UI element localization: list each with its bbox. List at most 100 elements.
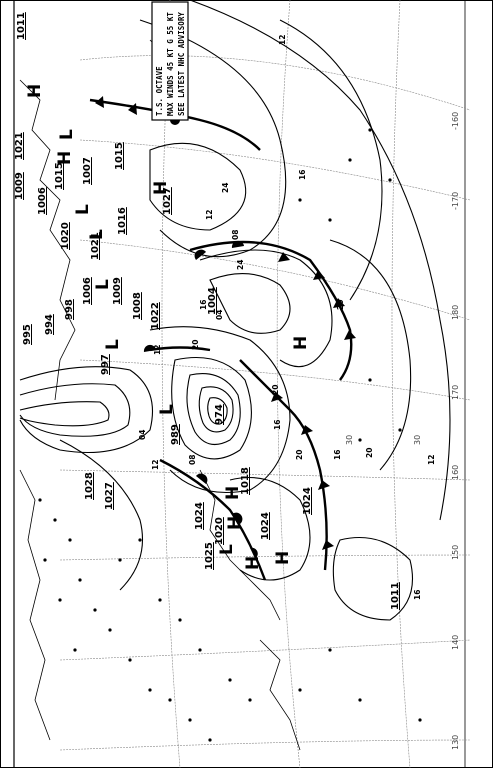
meridian-160e <box>59 469 471 481</box>
isobar-value: 12 <box>427 455 436 465</box>
grid-label: 30 <box>413 435 422 445</box>
low-center: L <box>103 339 123 350</box>
advisory-line3: SEE LATEST NHC ADVISORY <box>177 12 186 116</box>
isobar-high-center <box>149 142 247 231</box>
isobar-value: 20 <box>295 450 304 460</box>
high-center: H <box>151 181 171 195</box>
low-center: L <box>93 279 113 290</box>
station-plots <box>38 115 422 742</box>
pressure-label: 1011 <box>390 582 401 610</box>
graticule <box>59 0 471 768</box>
cold-tri-10 <box>322 540 334 550</box>
pressure-label: 1027 <box>104 482 115 510</box>
coast-alaska <box>19 79 76 401</box>
isobar-value: 20 <box>271 385 280 395</box>
low-center: L <box>73 204 93 215</box>
cold-tri-1 <box>95 96 104 108</box>
grid-label: 130 <box>451 735 460 750</box>
high-center: H <box>225 516 245 530</box>
isobar-value: 20 <box>336 300 345 310</box>
pressure-label: 1006 <box>37 187 48 215</box>
isobar-value: 16 <box>413 590 422 600</box>
isobar-12-b <box>279 19 383 301</box>
isobar-value: 16 <box>298 170 307 180</box>
front-cold-2 <box>239 359 328 571</box>
low-center: L <box>157 404 177 415</box>
coast-kuril <box>199 469 281 621</box>
isobar-value: 12 <box>153 345 162 355</box>
meridian-160w <box>79 55 471 111</box>
pressure-label: 1027 <box>162 187 173 215</box>
isobar-value: 16 <box>333 450 342 460</box>
pressure-label: 1022 <box>150 302 161 330</box>
meridian-140e <box>59 639 471 661</box>
pressure-label: 1009 <box>14 172 25 200</box>
parallel-a <box>276 0 301 768</box>
pressure-label: 1011 <box>16 12 27 40</box>
high-center: H <box>273 551 293 565</box>
isobar-value: 08 <box>231 230 240 240</box>
isobar-1028-a <box>59 439 144 591</box>
meridian-150e <box>59 554 471 561</box>
grid-label: 30 <box>345 435 354 445</box>
advisory-line1: T.S. OCTAVE <box>155 66 164 116</box>
warm-semi-3 <box>231 240 244 248</box>
high-center: H <box>55 151 75 165</box>
isobar-1004-a <box>199 249 333 368</box>
pressure-label: 1015 <box>54 162 65 190</box>
pressure-label: 974 <box>214 404 225 425</box>
pressure-label: 1021 <box>90 232 101 260</box>
pressure-label: 1024 <box>260 512 271 540</box>
pressure-label: 1004 <box>207 287 218 315</box>
front-north <box>89 98 261 151</box>
pressure-label: 1016 <box>117 207 128 235</box>
isobar-value: 12 <box>151 460 160 470</box>
low-center: L <box>87 229 107 240</box>
grid-label: 170 <box>451 385 460 400</box>
front-symbols <box>95 96 356 558</box>
low-center: L <box>57 129 77 140</box>
warm-semi-7 <box>250 547 258 558</box>
coast-japan <box>259 639 301 751</box>
grid-label: 150 <box>451 545 460 560</box>
pressure-label: 994 <box>44 314 55 335</box>
advisory-border <box>151 1 189 121</box>
grid-label: 180 <box>451 305 460 320</box>
isobar-value: 16 <box>199 300 208 310</box>
pressure-label: 1007 <box>82 157 93 185</box>
cold-tri-5 <box>333 298 345 308</box>
cold-tri-8 <box>301 425 313 435</box>
isobar-west-3 <box>19 401 110 427</box>
cold-tri-6 <box>344 330 356 340</box>
isobar-value: 04 <box>138 430 147 440</box>
isobar-974-3 <box>198 386 234 433</box>
isobar-1011-low <box>332 536 414 621</box>
cold-tri-9 <box>318 480 330 490</box>
meridian-170e <box>79 359 471 401</box>
isobar-value: 12 <box>205 210 214 220</box>
isobar-storm-outer <box>149 326 291 493</box>
advisory-box: T.S. OCTAVE MAX WINDS 45 KT G 55 KT SEE … <box>151 1 189 121</box>
pressure-label: 1009 <box>112 277 123 305</box>
high-center: H <box>291 336 311 350</box>
pressure-label: 1028 <box>84 472 95 500</box>
isobar-value: 20 <box>191 340 200 350</box>
pressure-label: 1006 <box>82 277 93 305</box>
pressure-label: 998 <box>64 299 75 320</box>
grid-label: 160 <box>451 465 460 480</box>
meridian-130e <box>59 739 471 751</box>
cold-tri-2 <box>128 103 137 115</box>
warm-semi-5 <box>196 473 208 484</box>
isobar-value: 24 <box>236 260 245 270</box>
isobar-west-2 <box>19 383 131 437</box>
pressure-label: 1024 <box>194 502 205 530</box>
isobar-value: 16 <box>273 420 282 430</box>
cold-tri-4 <box>313 270 325 280</box>
warm-semi-6 <box>232 512 243 524</box>
isobar-974-2 <box>186 373 241 446</box>
isobar-1004-b <box>209 273 291 334</box>
